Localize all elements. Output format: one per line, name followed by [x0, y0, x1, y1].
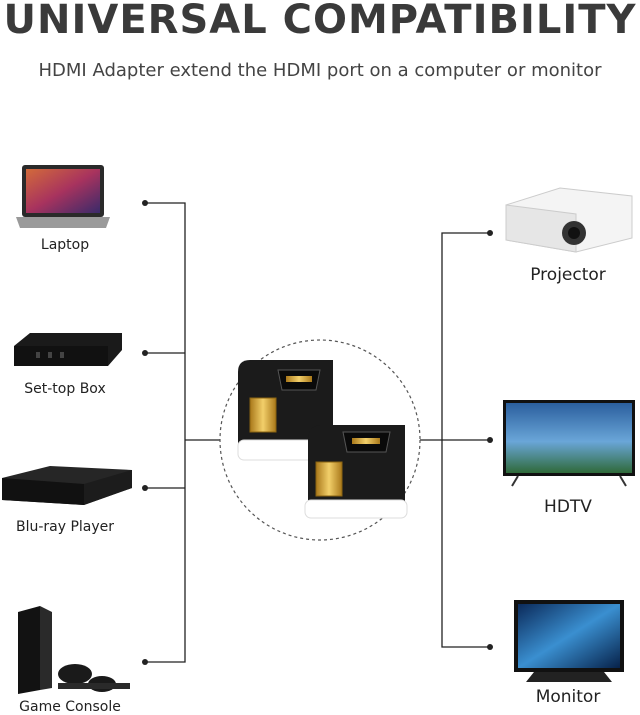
device-label-monitor: Monitor [535, 687, 601, 707]
device-label-set-top-box: Set-top Box [24, 381, 106, 397]
page-title: UNIVERSAL COMPATIBILITY [3, 0, 637, 43]
device-label-projector: Projector [530, 265, 606, 285]
hdmi-adapter-icon [237, 360, 408, 519]
game-console-icon [18, 606, 130, 694]
device-label-game-console: Game Console [19, 699, 121, 715]
laptop-connector [145, 202, 186, 440]
connector-lines [145, 202, 490, 663]
page-subtitle: HDMI Adapter extend the HDMI port on a c… [38, 60, 602, 81]
projector-icon [505, 187, 633, 253]
blu-ray-player-icon [2, 466, 132, 505]
device-label-laptop: Laptop [40, 237, 90, 253]
adapter-highlight-circle [219, 339, 421, 541]
device-label-blu-ray-player: Blu-ray Player [15, 519, 115, 535]
hdtv-icon [503, 400, 635, 487]
monitor-icon [514, 600, 624, 682]
game-console-connector [145, 440, 186, 663]
device-label-hdtv: HDTV [544, 497, 592, 517]
set-top-box-icon [14, 333, 122, 366]
laptop-icon [16, 165, 110, 228]
connector-dots [142, 200, 493, 665]
